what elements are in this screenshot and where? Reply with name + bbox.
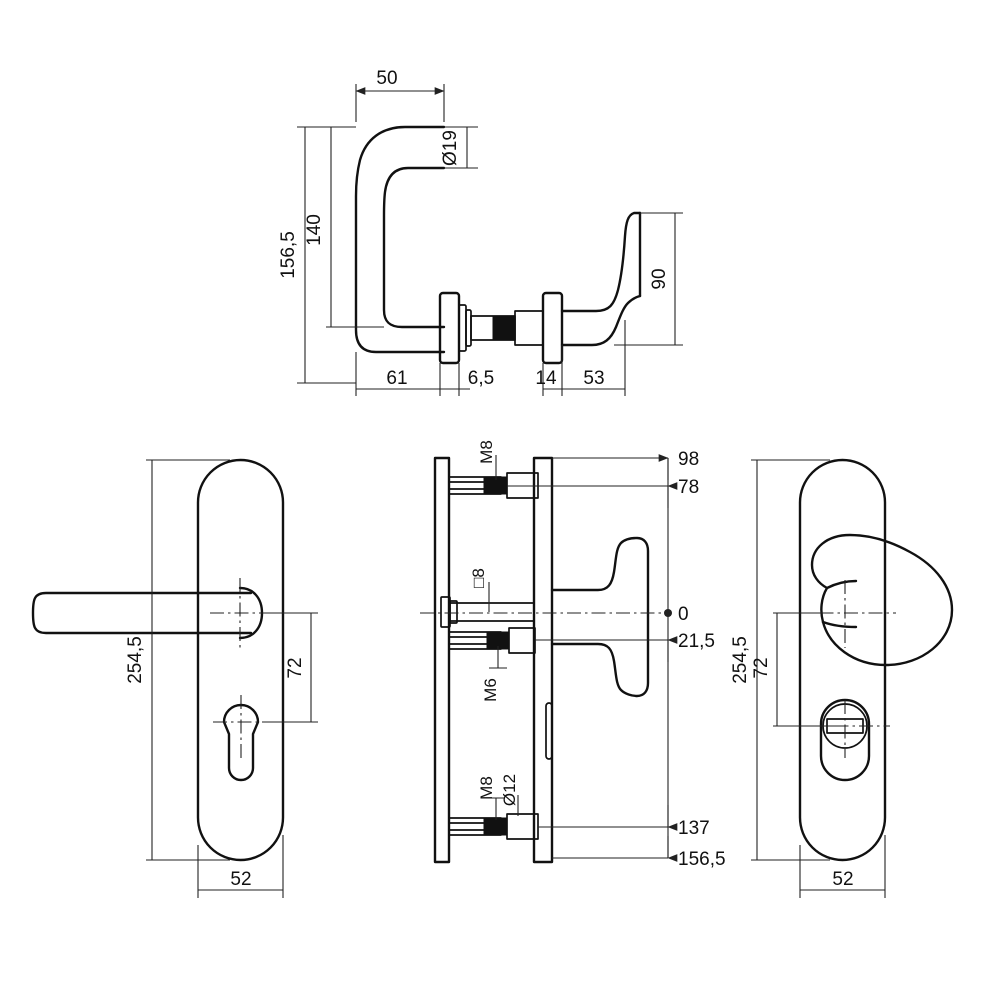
left-lever-handle xyxy=(31,586,264,640)
left-dim-72: 72 xyxy=(262,612,318,723)
right-dim-254-5: 254,5 xyxy=(730,459,830,861)
callout-label-square-8: □8 xyxy=(469,568,488,588)
ordinate-label-156-5: 156,5 xyxy=(678,849,726,870)
right-backplate xyxy=(798,458,887,862)
ordinate-label-78: 78 xyxy=(678,477,699,498)
dim-label-left-254-5: 254,5 xyxy=(125,636,146,684)
top-view-dim-6-5: 6,5 xyxy=(440,363,494,396)
top-view-dim-d19: Ø19 xyxy=(440,126,478,169)
dim-label-left-72: 72 xyxy=(285,657,306,678)
top-view: 50 Ø19 156,5 140 90 xyxy=(278,68,683,396)
center-left-plate xyxy=(433,456,451,864)
dim-label-right-254-5: 254,5 xyxy=(730,636,751,684)
top-view-dim-140: 140 xyxy=(304,126,384,328)
right-dim-72: 72 xyxy=(751,612,836,727)
top-view-dim-14: 14 xyxy=(535,345,563,396)
dim-label-14: 14 xyxy=(535,368,557,389)
dim-label-50: 50 xyxy=(376,68,397,89)
dim-label-left-52: 52 xyxy=(230,869,251,890)
callout-m6: M6 xyxy=(481,646,507,702)
dim-label-140: 140 xyxy=(304,214,325,246)
top-view-right-knob-outline xyxy=(560,211,642,347)
dim-label-d19: Ø19 xyxy=(440,130,461,166)
top-view-left-washer xyxy=(458,304,472,352)
dim-label-61: 61 xyxy=(386,368,407,389)
ordinate-label-21-5: 21,5 xyxy=(678,631,715,652)
top-view-dim-90: 90 xyxy=(614,212,683,346)
fixing-bolt-bottom-m8 xyxy=(448,813,539,840)
top-view-left-lever-outline xyxy=(354,125,446,354)
left-dim-52: 52 xyxy=(197,835,284,898)
front-view-right: 254,5 72 52 xyxy=(730,458,954,898)
ordinate-dimension-chain: 98 78 0 21,5 137 156,5 xyxy=(420,449,726,870)
callout-label-m8-top: M8 xyxy=(477,440,496,464)
ordinate-label-98: 98 xyxy=(678,449,699,470)
callout-label-m8-bottom: M8 xyxy=(477,776,496,800)
left-backplate xyxy=(196,458,285,862)
side-view-center: M8 □8 M6 M8 Ø12 98 xyxy=(420,440,726,870)
right-knob xyxy=(810,533,954,667)
top-view-dim-61: 61 xyxy=(355,352,441,396)
ordinate-label-0: 0 xyxy=(678,604,689,625)
dim-label-156-5: 156,5 xyxy=(278,231,299,279)
callout-d12: Ø12 xyxy=(500,774,519,816)
center-spindle xyxy=(440,596,535,628)
front-view-left: 254,5 72 52 xyxy=(31,458,318,898)
dim-label-53: 53 xyxy=(583,368,604,389)
ordinate-label-137: 137 xyxy=(678,818,710,839)
dim-label-right-72: 72 xyxy=(751,657,772,678)
top-view-dim-156-5: 156,5 xyxy=(278,126,356,384)
top-view-dim-53: 53 xyxy=(562,320,626,396)
left-dim-254-5: 254,5 xyxy=(125,459,230,861)
top-view-dim-50: 50 xyxy=(355,68,445,122)
center-knob-profile xyxy=(550,536,650,698)
right-cylinder-escutcheon xyxy=(810,698,890,782)
dim-label-right-52: 52 xyxy=(832,869,853,890)
right-dim-52: 52 xyxy=(799,835,886,898)
callout-label-m6: M6 xyxy=(481,678,500,702)
fixing-bolt-m6 xyxy=(448,627,536,654)
callout-m8-top: M8 xyxy=(477,440,497,480)
callout-label-d12: Ø12 xyxy=(500,774,519,806)
right-spindle-center-mark xyxy=(795,580,896,648)
callout-m8-bottom: M8 xyxy=(477,776,505,820)
center-latch-slot xyxy=(545,702,553,760)
top-view-right-rose xyxy=(541,291,564,365)
top-view-spindle xyxy=(470,310,544,346)
dim-label-6-5: 6,5 xyxy=(468,368,494,389)
center-right-plate xyxy=(532,456,554,864)
dim-label-90: 90 xyxy=(649,268,670,289)
callout-square-8: □8 xyxy=(469,568,490,612)
